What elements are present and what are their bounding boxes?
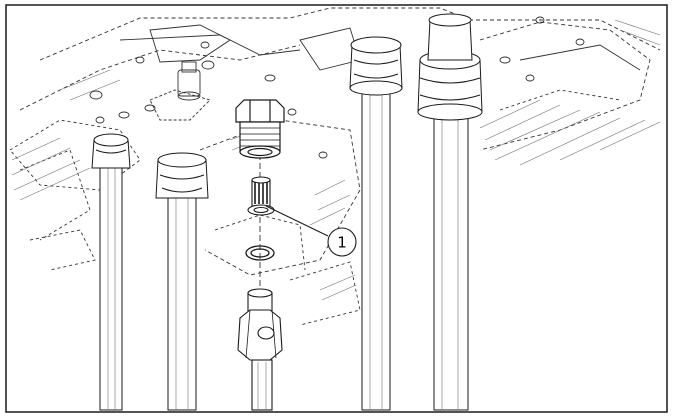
- pipe-fourth: [417, 13, 483, 411]
- callout-1-label: 1: [337, 234, 347, 252]
- gasket-ring: [245, 245, 275, 261]
- filter-insert: [247, 176, 275, 216]
- pipe-second: [155, 152, 209, 411]
- pipe-left: [91, 133, 131, 411]
- hex-adapter: [235, 99, 285, 159]
- frame-border: [5, 4, 668, 413]
- callout-1-leader: [265, 205, 329, 237]
- hose-assembly: [237, 288, 283, 411]
- pipe-third: [349, 36, 403, 411]
- callout-1-circle: [327, 227, 357, 257]
